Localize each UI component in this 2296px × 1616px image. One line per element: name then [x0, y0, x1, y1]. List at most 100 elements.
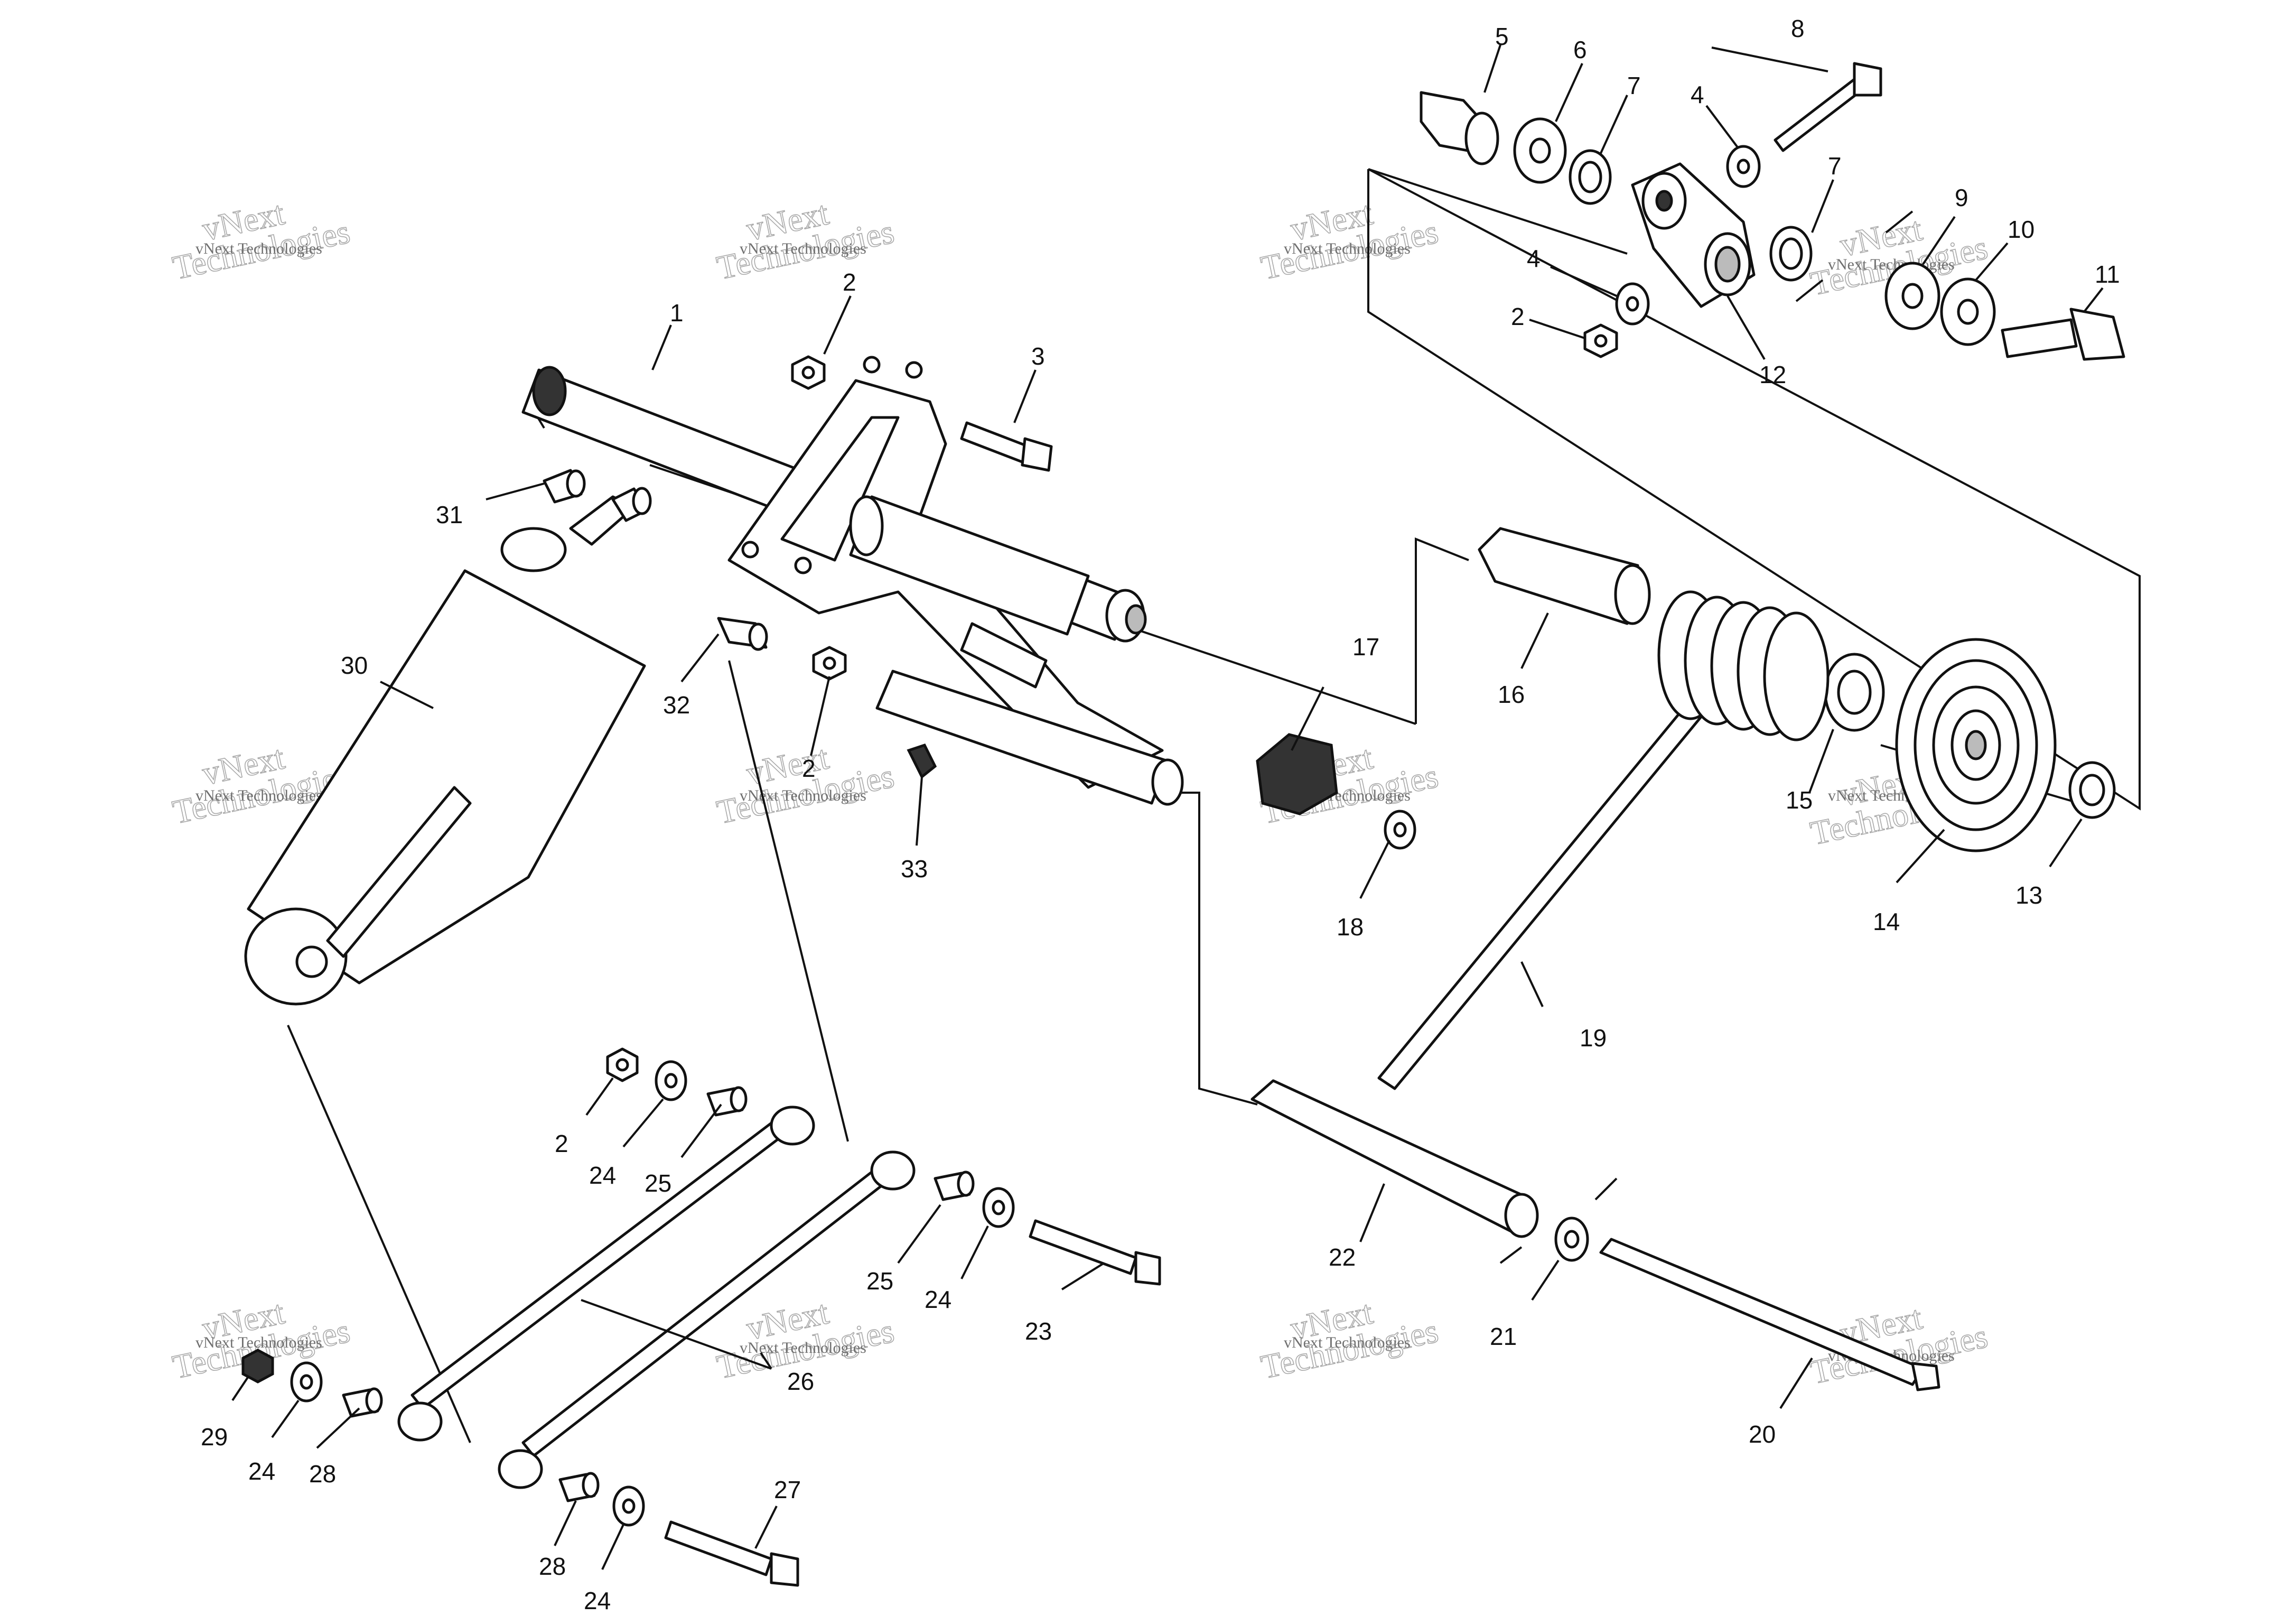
part-33-fitting [907, 743, 937, 779]
part-7-ring [1569, 149, 1612, 205]
part-31-bushing [543, 469, 586, 504]
part-2-nut [812, 646, 847, 681]
drop-line [1168, 792, 1258, 1106]
part-23-bolt [1029, 1219, 1161, 1286]
watermark: vNext Technologies [169, 193, 353, 287]
callout-19: 19 [1580, 1024, 1607, 1052]
watermark-small: vNext Technologies [740, 240, 866, 257]
callout-28: 28 [539, 1553, 566, 1580]
part-22-tube [1250, 1079, 1539, 1238]
part-2-nut [791, 355, 826, 390]
callout-10: 10 [2008, 216, 2034, 243]
callout-7: 7 [1828, 152, 1842, 180]
part-27-bolt [664, 1520, 799, 1587]
part-11-bolt [2001, 308, 2125, 361]
watermark-small: vNext Technologies [740, 787, 866, 804]
watermark: vNext Technologies [713, 1293, 898, 1386]
callout-3: 3 [1031, 342, 1045, 370]
part-8-bolt [1774, 62, 1882, 152]
part-28-spacer [558, 1472, 600, 1502]
part-19-spring [1377, 590, 1830, 1090]
callout-27: 27 [774, 1476, 801, 1503]
callout-16: 16 [1498, 681, 1525, 708]
part-21-washer [1554, 1216, 1589, 1262]
part-4-washer [1615, 282, 1650, 326]
callout-33: 33 [901, 855, 928, 883]
callout-26: 26 [787, 1368, 814, 1395]
callout-21: 21 [1490, 1323, 1517, 1350]
callout-25: 25 [645, 1169, 671, 1197]
part-24-washer [982, 1187, 1015, 1228]
break-mark [1594, 1177, 1618, 1201]
break-mark [1885, 210, 1914, 234]
callout-9: 9 [1955, 184, 1968, 211]
callout-5: 5 [1495, 23, 1509, 50]
watermark: vNext Technologies [1257, 193, 1442, 287]
callout-29: 29 [201, 1423, 228, 1451]
callout-1: 1 [670, 299, 684, 327]
callout-13: 13 [2015, 881, 2042, 909]
part-5-bushing [1420, 91, 1499, 165]
part-15-washer [1824, 653, 1885, 732]
part-28-spacer [342, 1387, 383, 1418]
pivot-frame [727, 356, 1184, 806]
callout-17: 17 [1352, 633, 1379, 661]
callout-2: 2 [555, 1130, 568, 1157]
watermark-small: vNext Technologies [1284, 1334, 1411, 1351]
watermark-small: vNext Technologies [195, 240, 322, 257]
part-17-plate [1256, 733, 1338, 815]
callout-2: 2 [843, 268, 856, 296]
part-7-ring [1769, 226, 1813, 282]
callout-8: 8 [1791, 15, 1805, 42]
part-24-washer [612, 1485, 645, 1527]
callout-12: 12 [1759, 361, 1786, 388]
callout-4: 4 [1527, 245, 1541, 272]
callout-24: 24 [925, 1286, 951, 1313]
part-26-link-arm [397, 1106, 815, 1442]
callout-31: 31 [436, 501, 463, 528]
part-13-collar [2068, 761, 2116, 819]
callout-30: 30 [341, 652, 368, 679]
break-mark [1795, 279, 1824, 302]
callout-2: 2 [802, 755, 816, 782]
callout-24: 24 [584, 1587, 611, 1614]
axis-step [1415, 537, 1469, 724]
watermark-small: vNext Technologies [1284, 240, 1411, 257]
part-30-shock [244, 495, 646, 1006]
callout-14: 14 [1873, 908, 1900, 935]
part-31-bushing [611, 487, 652, 522]
callout-11: 11 [2095, 261, 2120, 288]
part-24-washer [290, 1361, 323, 1403]
watermark-small: vNext Technologies [195, 1334, 322, 1351]
part-18-washer [1384, 810, 1416, 850]
callout-25: 25 [866, 1267, 893, 1295]
part-2-nut [1583, 323, 1618, 358]
watermark-small: vNext Technologies [195, 787, 322, 804]
part-32-bushing [717, 617, 768, 651]
part-6-washer [1513, 117, 1567, 184]
callout-24: 24 [248, 1457, 275, 1485]
leader-lines [231, 44, 2104, 1570]
watermark-small: vNext Technologies [1828, 256, 1955, 273]
callout-32: 32 [663, 691, 690, 719]
watermark: vNext Technologies [1257, 1293, 1442, 1386]
part-25-spacer [934, 1171, 975, 1201]
part-3-bolt [960, 421, 1053, 472]
part-14-pulley [1895, 638, 2057, 852]
callout-labels: 1 2 2 2 2 3 4 4 5 6 7 7 8 9 10 11 12 13 … [201, 15, 2120, 1614]
watermark: vNext Technologies [713, 193, 898, 287]
break-mark [1499, 1246, 1523, 1264]
alignment-line [1368, 168, 1628, 255]
part-20-bolt [1599, 1238, 1940, 1391]
part-24-washer [655, 1060, 687, 1101]
part-12-clamp [1631, 162, 1756, 308]
part-4-washer [1726, 145, 1761, 188]
callout-2: 2 [1511, 303, 1525, 330]
part-9-washer [1884, 262, 1940, 330]
callout-15: 15 [1786, 786, 1813, 814]
part-29-nut [241, 1349, 274, 1383]
part-2-nut [606, 1047, 639, 1082]
part-26-link-arm [498, 1150, 916, 1489]
callout-18: 18 [1337, 913, 1364, 941]
